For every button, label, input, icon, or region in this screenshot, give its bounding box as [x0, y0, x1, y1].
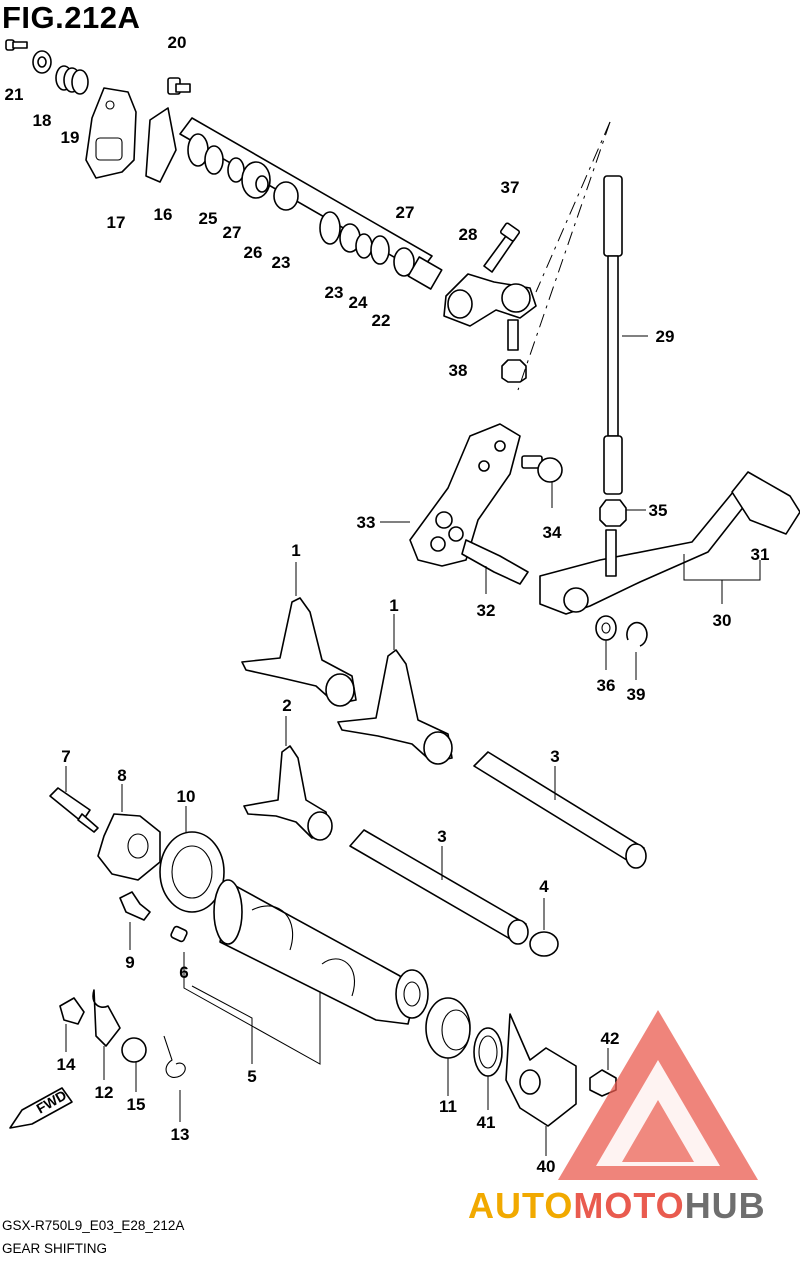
automotohub-logo-icon — [558, 1010, 758, 1180]
callout-label: 25 — [199, 209, 218, 228]
callout-label: 15 — [127, 1095, 146, 1114]
callout-label: 22 — [372, 311, 391, 330]
callout-label: 12 — [95, 1083, 114, 1102]
callout-label: 23 — [272, 253, 291, 272]
callout-labels: 1 1 2 3 3 4 5 6 7 8 9 10 11 12 13 14 15 … — [5, 33, 770, 1176]
callout-label: 33 — [357, 513, 376, 532]
drum-bearing-and-arm — [425, 997, 617, 1156]
gearshift-shaft-assembly — [5, 39, 537, 383]
callout-label: 6 — [179, 963, 188, 982]
callout-label: 28 — [459, 225, 478, 244]
watermark-hub: HUB — [684, 1185, 766, 1226]
callout-label: 9 — [125, 953, 134, 972]
callout-label: 27 — [396, 203, 415, 222]
callout-label: 19 — [61, 128, 80, 147]
callout-label: 32 — [477, 601, 496, 620]
fwd-direction-marker — [9, 1087, 73, 1129]
fork-shafts — [349, 751, 647, 957]
callout-label: 17 — [107, 213, 126, 232]
callout-label: 18 — [33, 111, 52, 130]
figure-title: FIG.212A — [2, 0, 141, 35]
callout-label: 14 — [57, 1055, 76, 1074]
shift-rod-assembly — [517, 121, 648, 527]
callout-label: 4 — [539, 877, 549, 896]
callout-label: 40 — [537, 1157, 556, 1176]
callout-label: 37 — [501, 178, 520, 197]
callout-label: 39 — [627, 685, 646, 704]
callout-label: 36 — [597, 676, 616, 695]
callout-label: 27 — [223, 223, 242, 242]
callout-label: 11 — [439, 1097, 457, 1116]
spring-part — [55, 65, 89, 95]
callout-label: 31 — [751, 545, 770, 564]
callout-label: 3 — [437, 827, 446, 846]
stopper-parts — [9, 989, 186, 1129]
shift-drum — [191, 879, 429, 1064]
callout-label: 1 — [291, 541, 300, 560]
watermark-auto: AUTO — [468, 1185, 574, 1226]
figure-caption: GEAR SHIFTING — [2, 1241, 108, 1256]
callout-label: 8 — [117, 766, 126, 785]
callout-label: 34 — [543, 523, 562, 542]
callout-label: 7 — [61, 747, 70, 766]
callout-label: 21 — [5, 85, 24, 104]
callout-label: 38 — [449, 361, 468, 380]
callout-label: 35 — [649, 501, 668, 520]
callout-label: 10 — [177, 787, 196, 806]
callout-label: 16 — [154, 205, 173, 224]
forward-arrow-icon — [9, 1087, 73, 1129]
shift-forks — [241, 562, 453, 841]
watermark: AUTOMOTOHUB — [468, 1000, 800, 1230]
callout-label: 1 — [389, 596, 398, 615]
callout-label: 41 — [477, 1113, 496, 1132]
screw-part — [5, 39, 28, 51]
callout-label: 26 — [244, 243, 263, 262]
callout-label: 30 — [713, 611, 732, 630]
watermark-moto: MOTO — [573, 1185, 685, 1226]
drum-end-parts — [49, 766, 321, 1065]
figure-code: GSX-R750L9_E03_E28_212A — [2, 1218, 185, 1233]
callout-label: 23 — [325, 283, 344, 302]
callout-label: 24 — [349, 293, 368, 312]
callout-label: 42 — [601, 1029, 620, 1048]
callout-label: 29 — [656, 327, 675, 346]
callout-label: 13 — [171, 1125, 190, 1144]
callout-label: 20 — [168, 33, 187, 52]
callout-label: 5 — [247, 1067, 256, 1086]
watermark-text: AUTOMOTOHUB — [468, 1185, 800, 1227]
callout-label: 3 — [550, 747, 559, 766]
callout-label: 2 — [282, 696, 291, 715]
pedal-assembly — [380, 423, 800, 680]
